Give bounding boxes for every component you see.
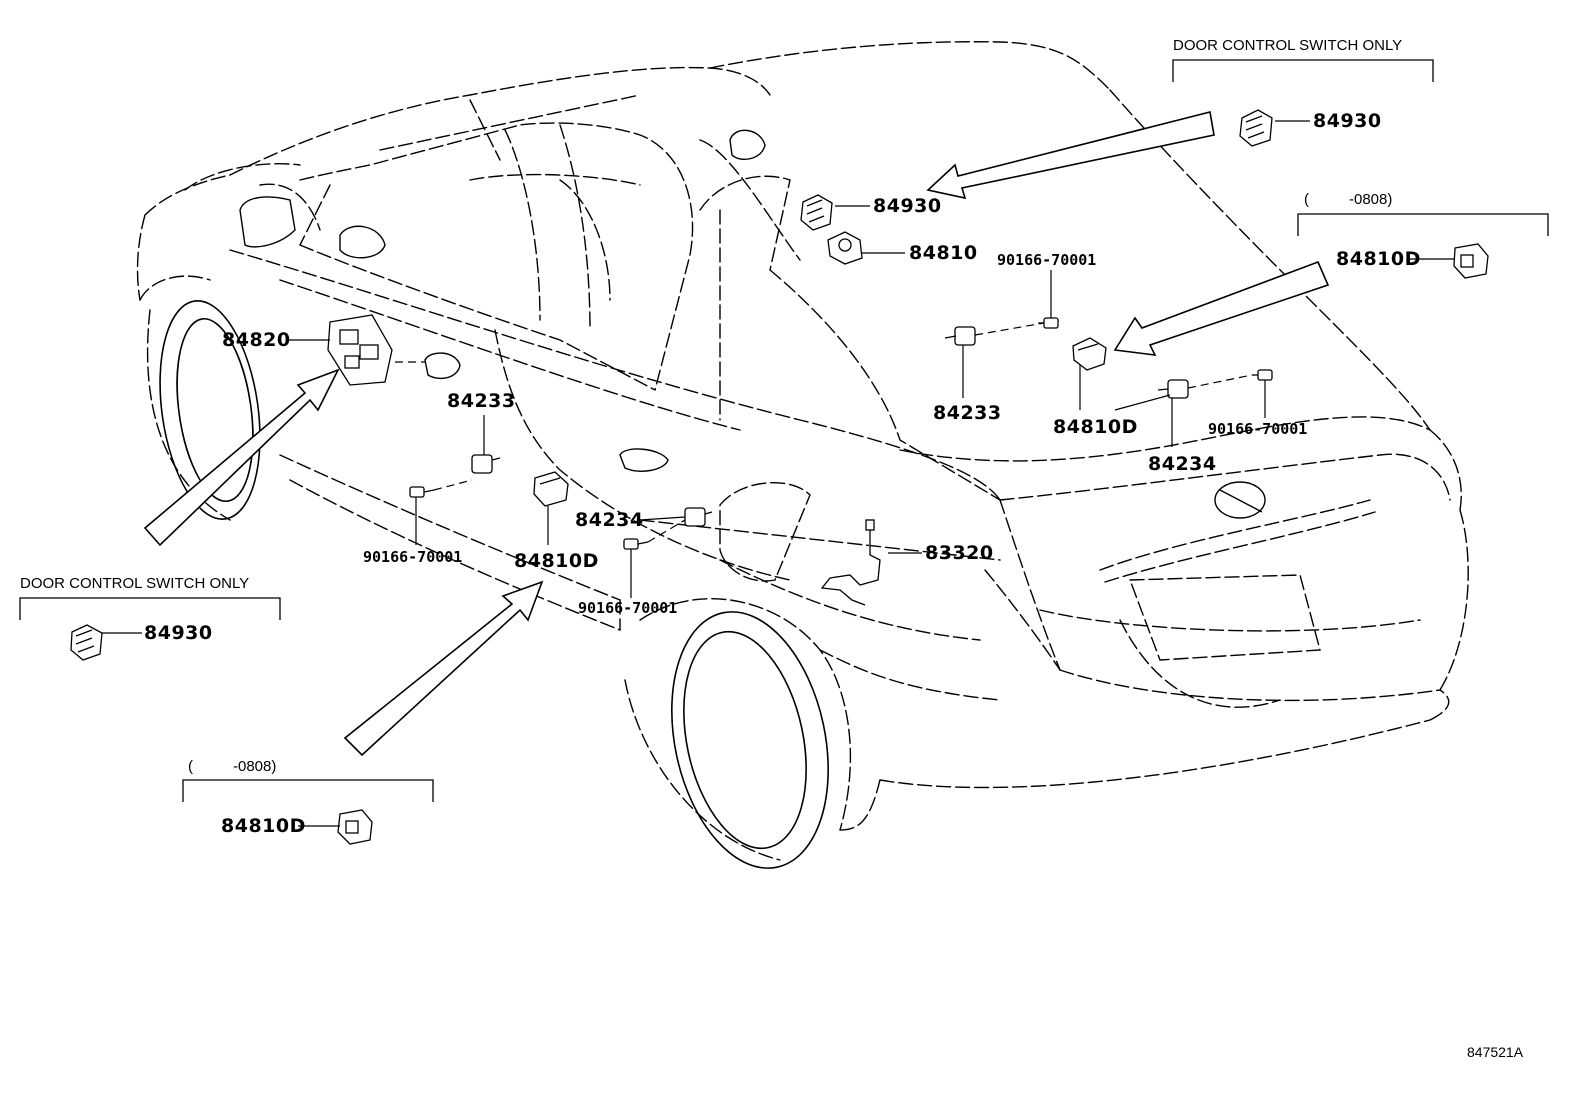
screw-90166-left-icon: [409, 486, 435, 498]
switch-84810D-right-icon: [1072, 337, 1107, 371]
part-label-84810[interactable]: 84810: [909, 242, 978, 264]
sensor-83320-icon: [820, 519, 881, 606]
switch-84810-icon: [827, 231, 863, 265]
switch-84810D-left-box-icon: [337, 809, 373, 845]
part-label-84234-center[interactable]: 84234: [575, 509, 644, 531]
part-label-84810D-right[interactable]: 84810D: [1053, 416, 1138, 438]
part-label-90166-top[interactable]: 90166-70001: [997, 251, 1097, 269]
switch-84820-icon: [327, 314, 393, 386]
part-label-84820[interactable]: 84820: [222, 329, 291, 351]
leader-lines: [102, 120, 1455, 827]
part-label-90166-left[interactable]: 90166-70001: [363, 548, 463, 566]
note-date-right-open: (: [1304, 191, 1309, 208]
part-label-84234-right[interactable]: 84234: [1148, 453, 1217, 475]
part-icons: [70, 109, 1489, 845]
switch-84930-mid-icon: [800, 194, 833, 231]
part-label-84233-right[interactable]: 84233: [933, 402, 1002, 424]
car-outline: [136, 41, 1469, 861]
switch-84930-top-icon: [1239, 109, 1273, 147]
courtesy-switch-84233-right-icon: [944, 326, 976, 346]
part-label-84810D-right-box[interactable]: 84810D: [1336, 248, 1421, 270]
screw-90166-right-icon: [1252, 369, 1273, 381]
part-label-84810D-left-box[interactable]: 84810D: [221, 815, 306, 837]
part-label-84233-left[interactable]: 84233: [447, 390, 516, 412]
note-date-left-open: (: [188, 758, 193, 775]
wheels: [159, 300, 829, 869]
switch-84930-left-icon: [70, 624, 103, 661]
part-label-90166-center[interactable]: 90166-70001: [578, 599, 678, 617]
mirror-and-handles: [239, 129, 1266, 519]
part-label-84930-top[interactable]: 84930: [1313, 110, 1382, 132]
dashed-links: [395, 322, 1253, 543]
pointer-arrows: [143, 111, 1330, 757]
part-label-84930-left[interactable]: 84930: [144, 622, 213, 644]
switch-84810D-right-box-icon: [1453, 243, 1489, 279]
note-brackets: [19, 59, 1549, 802]
diagram-code: 847521A: [1467, 1044, 1524, 1060]
part-label-84930-mid[interactable]: 84930: [873, 195, 942, 217]
part-label-83320[interactable]: 83320: [925, 542, 994, 564]
note-door-control-top: DOOR CONTROL SWITCH ONLY: [1173, 37, 1403, 54]
note-door-control-left: DOOR CONTROL SWITCH ONLY: [20, 575, 250, 592]
screw-90166-center-icon: [623, 538, 649, 550]
part-label-84810D-center[interactable]: 84810D: [514, 550, 599, 572]
part-label-90166-right[interactable]: 90166-70001: [1208, 420, 1308, 438]
courtesy-switch-84234-center-icon: [684, 507, 713, 527]
switch-84810D-center-icon: [533, 471, 569, 507]
courtesy-switch-84234-right-icon: [1157, 379, 1189, 399]
note-date-right-code: -0808): [1349, 191, 1393, 208]
courtesy-switch-84233-left-icon: [471, 454, 501, 474]
note-date-left-code: -0808): [233, 758, 277, 775]
